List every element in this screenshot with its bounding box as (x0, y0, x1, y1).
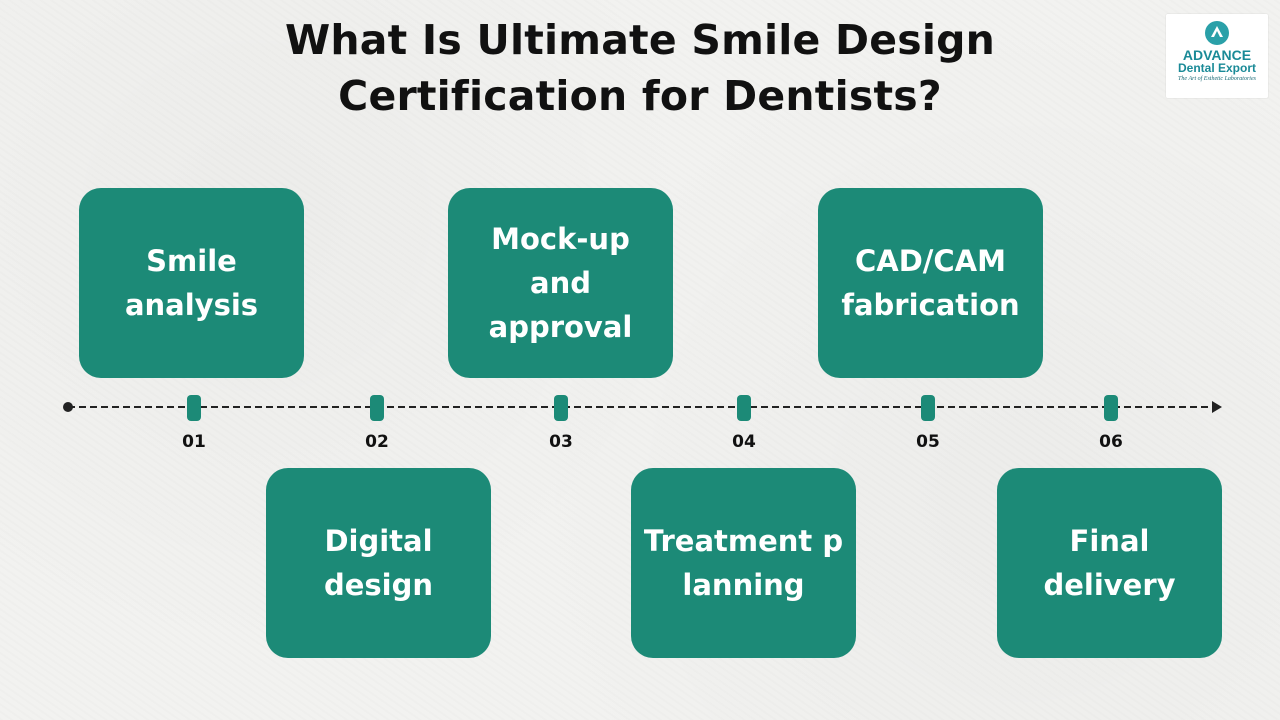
step-box-final-delivery: Final delivery (997, 468, 1222, 658)
page-title: What Is Ultimate Smile Design Certificat… (200, 12, 1080, 124)
logo-tagline: The Art of Esthetic Laboratories (1178, 76, 1256, 82)
title-line-1: What Is Ultimate Smile Design (284, 16, 996, 64)
step-box-mock-up-approval: Mock-up and approval (448, 188, 673, 378)
step-number-06: 06 (1099, 432, 1123, 452)
title-line-2: Certification for Dentists? (338, 72, 942, 120)
step-label: Treatment planning (643, 524, 844, 602)
logo-brand: ADVANCE (1182, 47, 1252, 63)
tooth-logo-icon (1205, 21, 1229, 45)
step-number-02: 02 (365, 432, 389, 452)
step-box-smile-analysis: Smile analysis (79, 188, 304, 378)
logo-name: Dental Export (1177, 61, 1256, 75)
step-label: Smile analysis (124, 244, 259, 322)
step-number-05: 05 (916, 432, 940, 452)
step-label: Final delivery (1043, 524, 1176, 602)
step-label: CAD/CAM fabrication (841, 244, 1020, 322)
company-logo: ADVANCE Dental Export The Art of Estheti… (1166, 14, 1268, 98)
step-box-cad-cam-fabrication: CAD/CAM fabrication (818, 188, 1043, 378)
step-box-digital-design: Digital design (266, 468, 491, 658)
step-label: Mock-up and approval (488, 222, 633, 344)
step-label: Digital design (323, 524, 434, 602)
step-number-04: 04 (732, 432, 756, 452)
step-number-01: 01 (182, 432, 206, 452)
step-box-treatment-planning: Treatment planning (631, 468, 856, 658)
step-number-03: 03 (549, 432, 573, 452)
